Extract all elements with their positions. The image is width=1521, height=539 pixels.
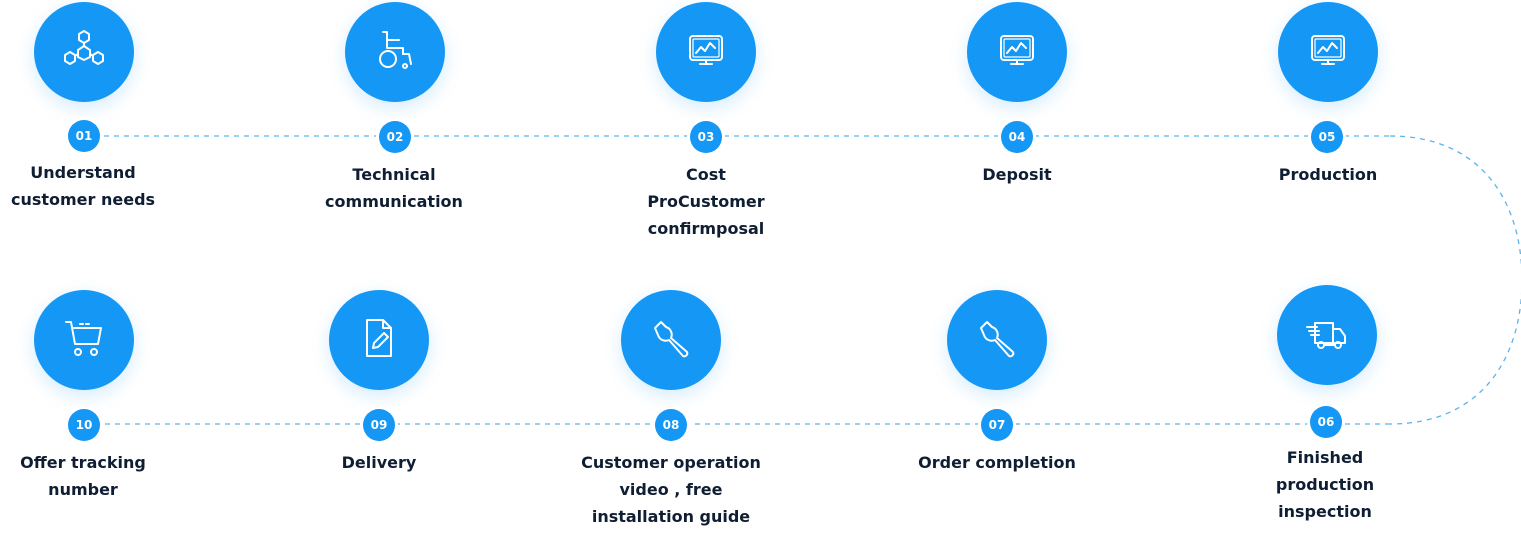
delivery-truck-icon <box>1303 309 1351 361</box>
step-10-label: Offer tracking number <box>20 453 146 499</box>
monitor-chart-icon <box>993 26 1041 78</box>
step-07-label: Order completion <box>918 453 1076 472</box>
step-04-label: Deposit <box>982 165 1052 184</box>
step-01-circle <box>34 2 134 102</box>
step-01-number: 01 <box>68 120 100 152</box>
step-09-circle <box>329 290 429 390</box>
step-05-label: Production <box>1278 165 1378 184</box>
step-04-circle <box>967 2 1067 102</box>
curve-dashed-line <box>1389 135 1521 425</box>
step-02-number: 02 <box>379 121 411 153</box>
step-02-circle <box>345 2 445 102</box>
step-06-label: Finished production inspection <box>1275 448 1375 521</box>
step-03-circle <box>656 2 756 102</box>
step-04-number: 04 <box>1001 121 1033 153</box>
step-08-label: Customer operation video , free installa… <box>581 453 761 526</box>
step-10-circle <box>34 290 134 390</box>
step-06-number: 06 <box>1310 406 1342 438</box>
step-10-number: 10 <box>68 409 100 441</box>
wrench-icon <box>647 314 695 366</box>
shopping-cart-icon <box>60 314 108 366</box>
wheelchair-icon <box>371 26 419 78</box>
step-01-label: Understand customer needs <box>10 163 156 209</box>
step-07-number: 07 <box>981 409 1013 441</box>
step-03-label: Cost ProCustomer confirmposal <box>647 165 765 238</box>
step-09-label: Delivery <box>341 453 417 472</box>
cubes-network-icon <box>60 26 108 78</box>
step-02-label: Technical communication <box>325 165 463 211</box>
step-06-circle <box>1277 285 1377 385</box>
step-07-circle <box>947 290 1047 390</box>
step-08-number: 08 <box>655 409 687 441</box>
step-05-number: 05 <box>1311 121 1343 153</box>
step-09-number: 09 <box>363 409 395 441</box>
wrench-icon <box>973 314 1021 366</box>
monitor-chart-icon <box>682 26 730 78</box>
step-08-circle <box>621 290 721 390</box>
document-edit-icon <box>355 314 403 366</box>
step-05-circle <box>1278 2 1378 102</box>
monitor-chart-icon <box>1304 26 1352 78</box>
step-03-number: 03 <box>690 121 722 153</box>
